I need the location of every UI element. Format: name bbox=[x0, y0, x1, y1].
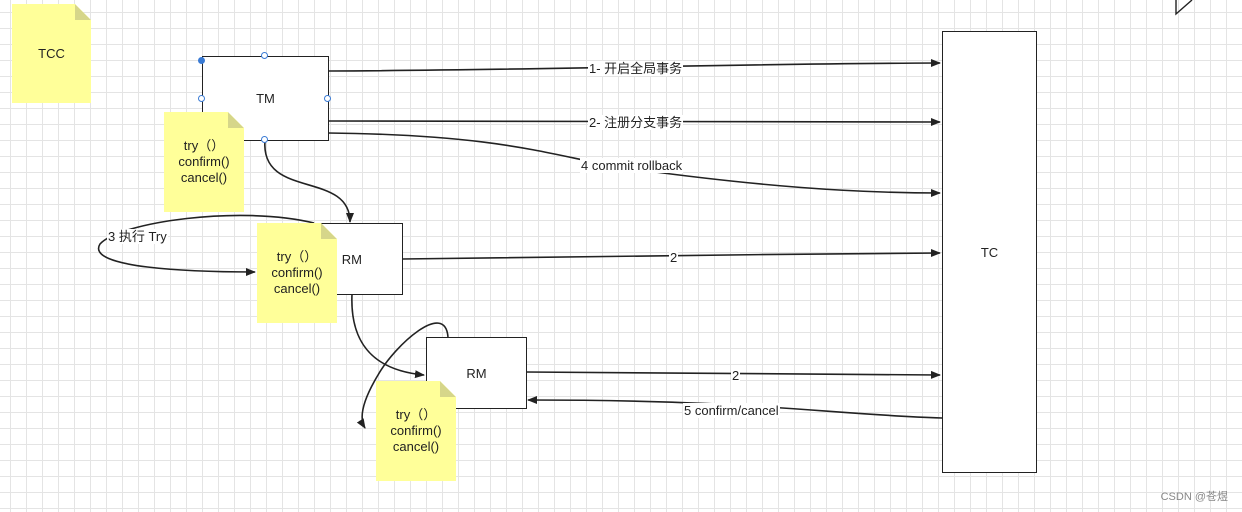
method-cancel: cancel() bbox=[273, 281, 321, 296]
edge-label-rm2-register: 2 bbox=[731, 368, 741, 383]
selection-handle[interactable] bbox=[261, 136, 268, 143]
note-tcc-title[interactable]: TCC bbox=[12, 4, 91, 103]
edge-label-exec-try: 3 执行 Try bbox=[107, 229, 168, 244]
selection-handle[interactable] bbox=[198, 57, 205, 64]
note-rm1-methods[interactable]: try（） confirm() cancel() bbox=[257, 223, 337, 323]
edge-label-rm1-register: 2 bbox=[669, 250, 679, 265]
method-try: try（） bbox=[183, 138, 225, 153]
edge-exec-try[interactable] bbox=[97, 214, 315, 276]
selection-handle[interactable] bbox=[198, 95, 205, 102]
watermark: CSDN @苍煜 bbox=[1160, 491, 1228, 503]
note-rm2-methods[interactable]: try（） confirm() cancel() bbox=[376, 381, 456, 481]
tc-label: TC bbox=[980, 244, 999, 260]
method-cancel: cancel() bbox=[392, 439, 440, 454]
edge-label-begin-global: 1- 开启全局事务 bbox=[588, 61, 684, 76]
edge-label-confirm-cancel: 5 confirm/cancel bbox=[683, 403, 780, 418]
edge-rm2-try-loop[interactable] bbox=[356, 322, 449, 429]
note-tm-methods[interactable]: try（） confirm() cancel() bbox=[164, 112, 244, 212]
corner-shape-fragment bbox=[1175, 0, 1193, 16]
edge-label-commit-rollback: 4 commit rollback bbox=[580, 158, 684, 173]
method-try: try（） bbox=[395, 407, 437, 422]
method-confirm: confirm() bbox=[178, 154, 230, 169]
tc-node[interactable]: TC bbox=[942, 31, 1037, 473]
method-confirm: confirm() bbox=[390, 423, 442, 438]
rm1-label: RM bbox=[341, 251, 362, 267]
method-cancel: cancel() bbox=[180, 170, 228, 185]
edge-tm-to-rm1[interactable] bbox=[264, 139, 354, 223]
method-try: try（） bbox=[276, 249, 318, 264]
edge-rm1-to-rm2[interactable] bbox=[351, 293, 425, 379]
tm-label: TM bbox=[256, 91, 275, 106]
selection-handle[interactable] bbox=[324, 95, 331, 102]
rm2-label: RM bbox=[466, 365, 487, 381]
note-tcc-title-text: TCC bbox=[38, 45, 65, 61]
method-confirm: confirm() bbox=[271, 265, 323, 280]
selection-handle[interactable] bbox=[261, 52, 268, 59]
edge-label-register-branch: 2- 注册分支事务 bbox=[588, 115, 684, 130]
